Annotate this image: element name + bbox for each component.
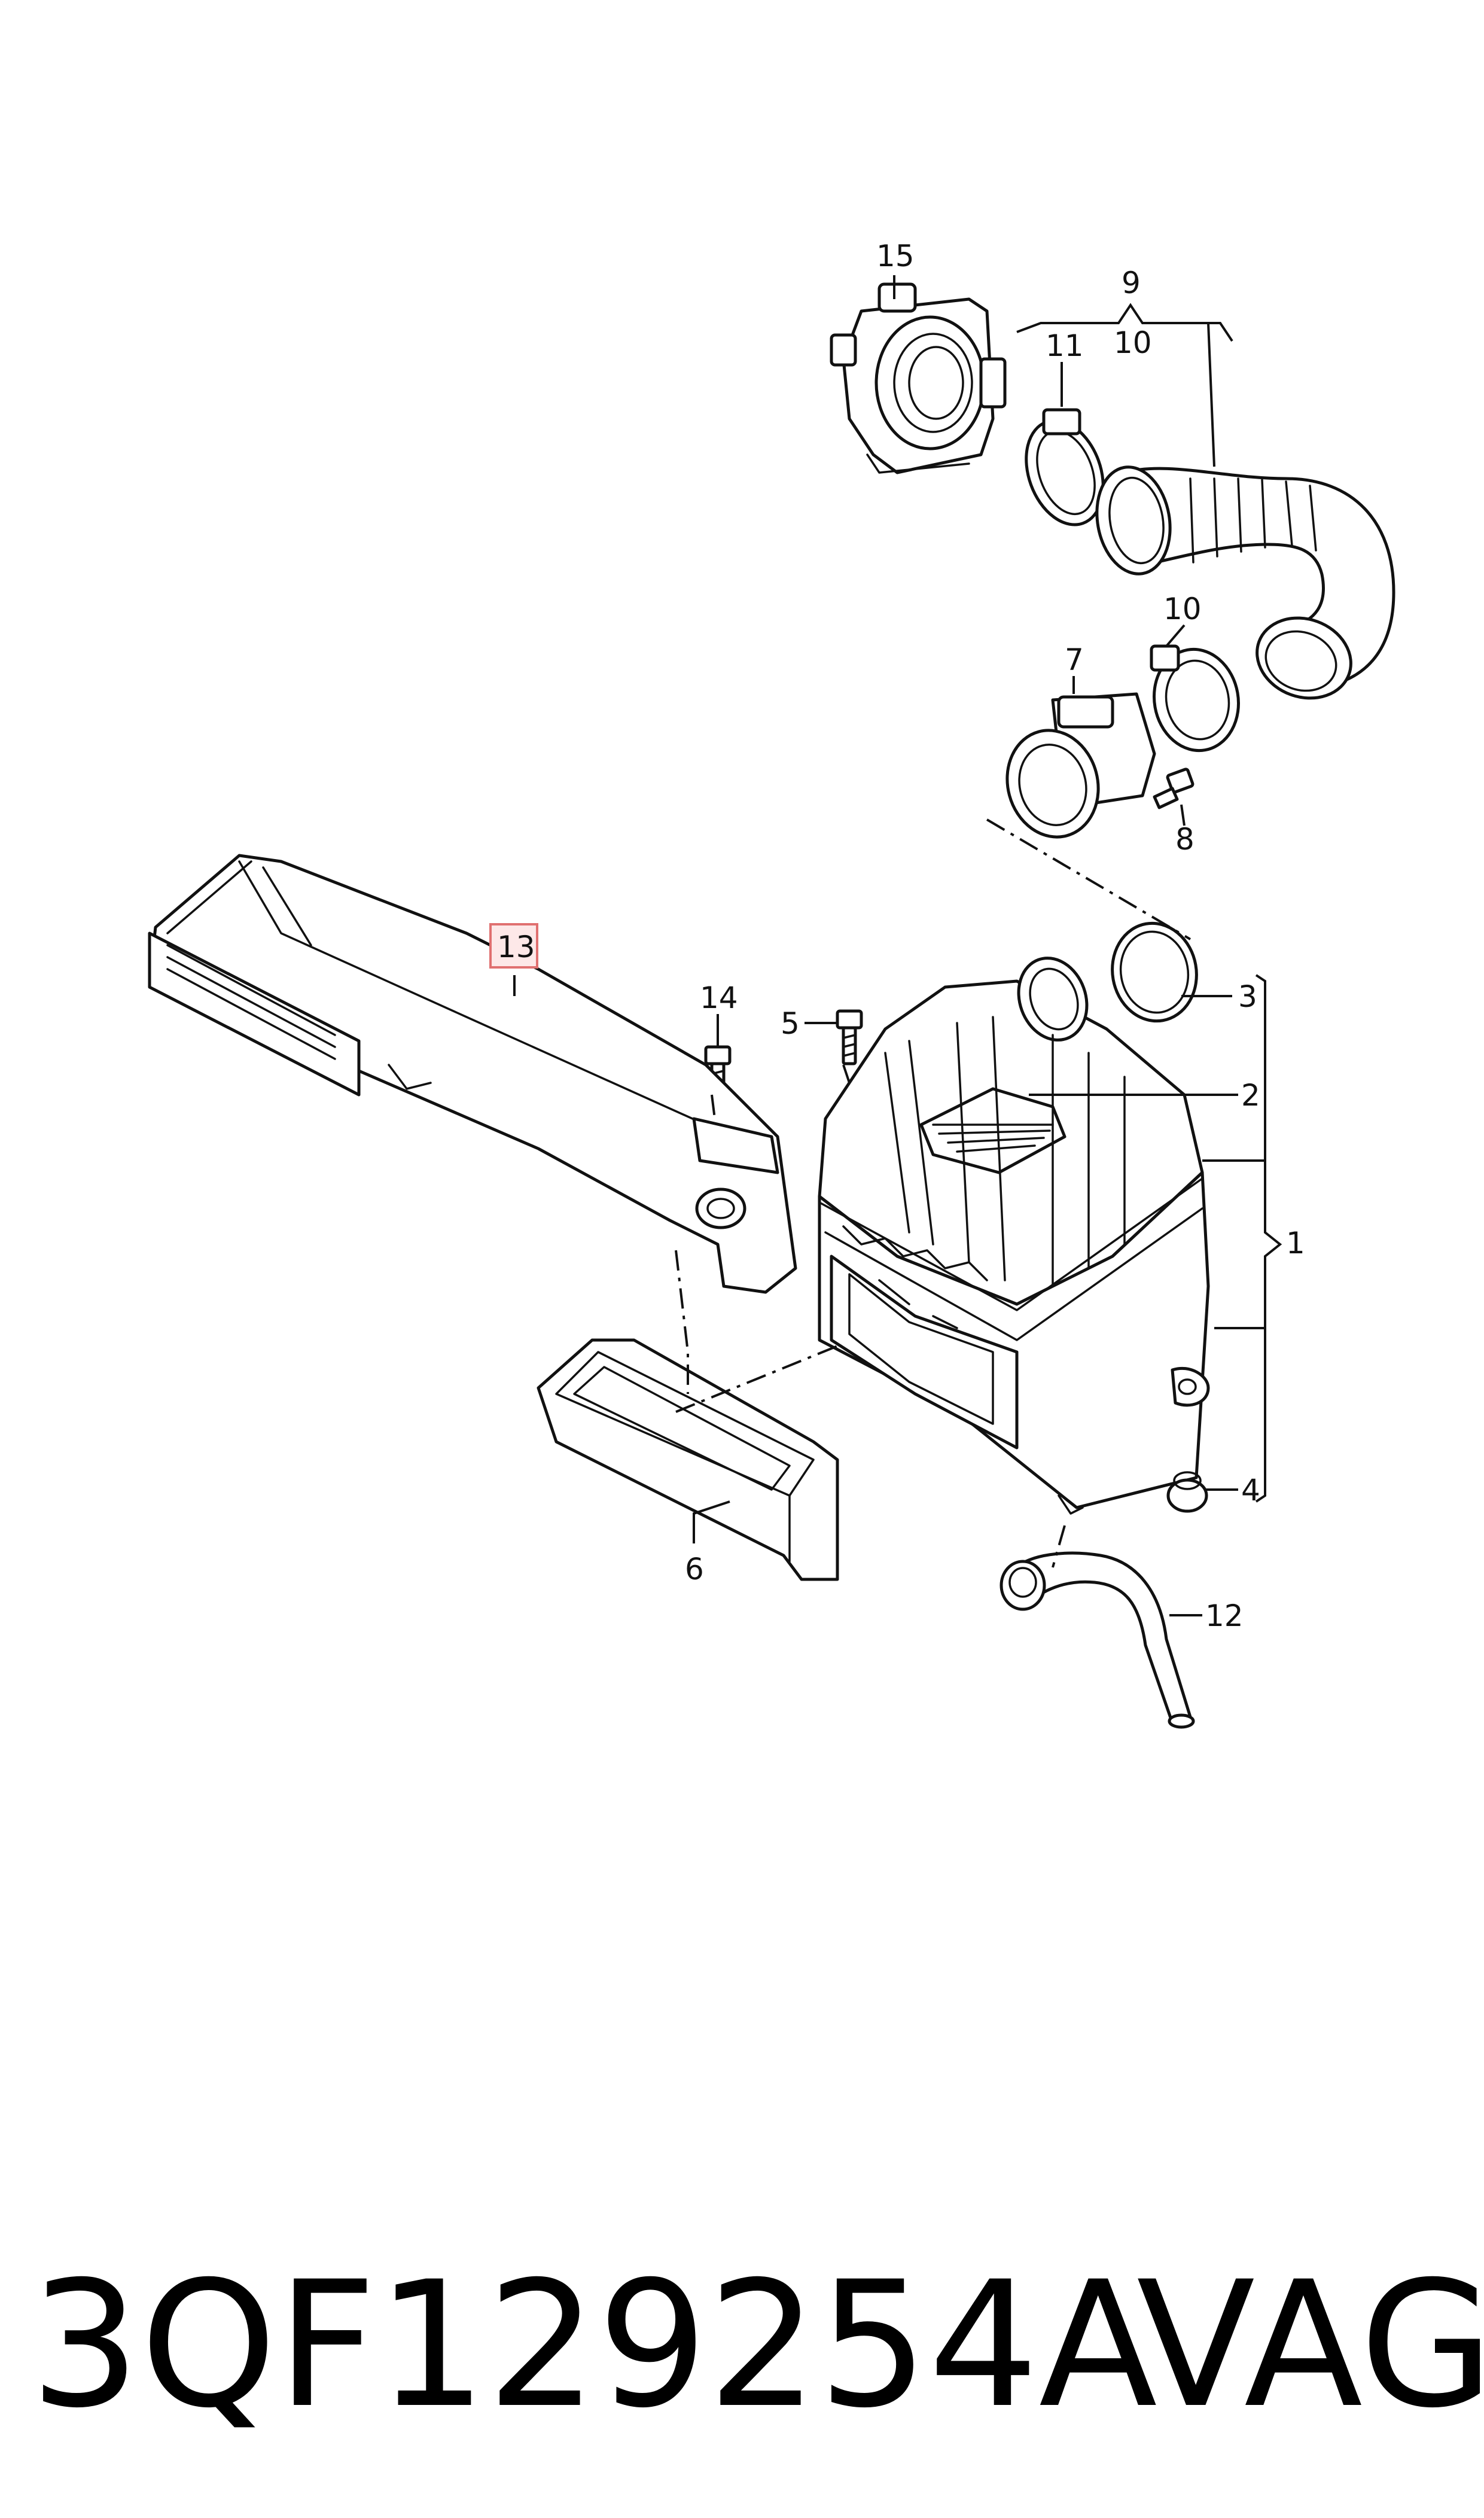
callout-8: 8 xyxy=(1175,822,1194,857)
intake-hose-part xyxy=(1095,465,1395,700)
callout-7: 7 xyxy=(1065,643,1084,677)
seal-ring-part xyxy=(1111,921,1198,1023)
callout-13-highlight-box xyxy=(489,923,538,969)
grommet-4-part xyxy=(1166,1471,1208,1513)
callout-10-upper: 10 xyxy=(1114,325,1152,360)
lower-clamp-part xyxy=(1150,644,1240,753)
callout-14: 14 xyxy=(700,981,738,1015)
drain-hose-part xyxy=(1000,1551,1195,1729)
part-number-caption: 3QF129254A xyxy=(30,2245,1158,2446)
callout-4: 4 xyxy=(1241,1473,1260,1508)
callout-3: 3 xyxy=(1238,979,1257,1014)
callout-9: 9 xyxy=(1122,266,1141,300)
callout-13: 13 xyxy=(497,930,535,964)
callout-15: 15 xyxy=(876,239,915,273)
screw-5-part xyxy=(836,1009,863,1065)
brand-caption: VAG xyxy=(1136,2245,1484,2446)
callout-11: 11 xyxy=(1046,328,1084,363)
leader-lines xyxy=(513,275,1282,1616)
callout-10-lower: 10 xyxy=(1163,592,1202,626)
assembly-dash-lines xyxy=(675,818,1192,1568)
callout-12: 12 xyxy=(1205,1599,1244,1633)
callout-labels: 1 2 3 4 5 6 7 8 9 10 10 11 12 13 14 15 xyxy=(497,239,1305,1633)
air-filter-housing-part xyxy=(818,957,1210,1515)
callout-6: 6 xyxy=(685,1552,704,1587)
callout-5: 5 xyxy=(781,1006,800,1041)
throttle-body-part xyxy=(830,282,1007,474)
callout-1: 1 xyxy=(1286,1226,1305,1260)
callout-2: 2 xyxy=(1241,1078,1260,1113)
air-guide-part xyxy=(537,1338,839,1581)
air-mass-meter-part xyxy=(1005,692,1156,839)
screw-8-part xyxy=(1153,768,1194,809)
hose-clamp-part xyxy=(1025,408,1105,526)
air-intake-duct-part xyxy=(148,854,797,1294)
